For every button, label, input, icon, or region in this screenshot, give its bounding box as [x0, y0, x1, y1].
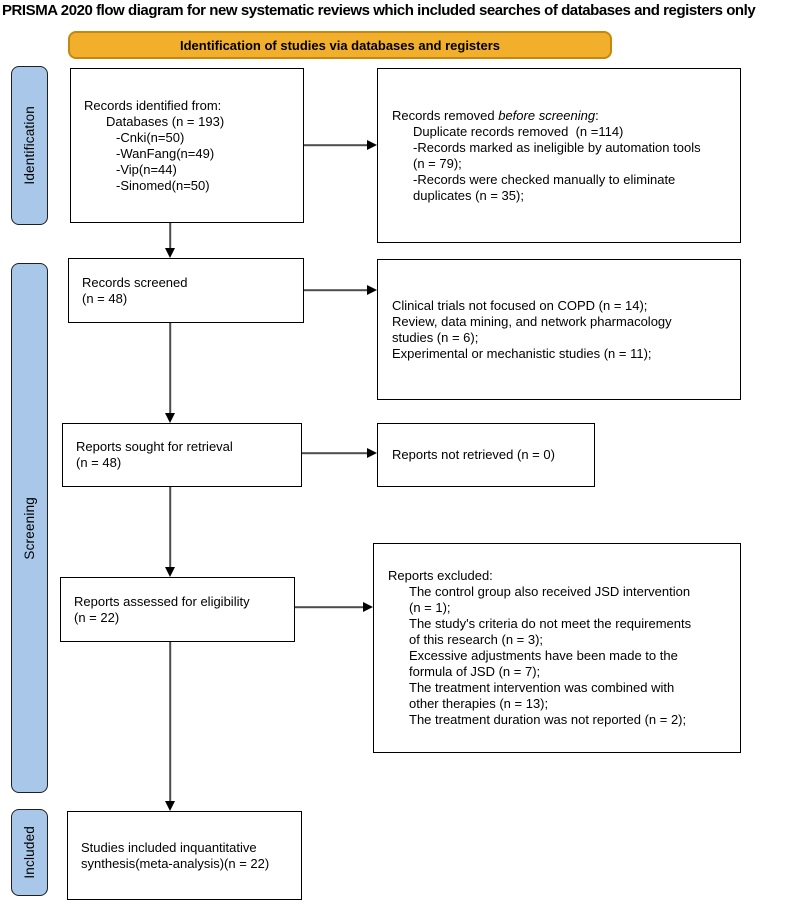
text-line: -Records marked as ineligible by automat… [413, 139, 701, 155]
text-line: The study's criteria do not meet the req… [409, 616, 692, 631]
stage-included-bar: Included [11, 809, 48, 896]
studies-included-box: Studies included inquantitative synthesi… [67, 811, 302, 900]
italic-phrase: before screening [498, 107, 596, 123]
text-line: Records screened [82, 274, 188, 290]
text-line: The treatment intervention was combined … [409, 680, 675, 695]
text-line: (n = 48) [82, 290, 128, 306]
page-title: PRISMA 2020 flow diagram for new systema… [2, 2, 756, 19]
text-line: (n = 48) [76, 455, 122, 470]
records-identified-box: Records identified from: Databases (n = … [70, 68, 304, 223]
text-line: (n = 1); [409, 600, 451, 615]
text-line: (n = 22) [74, 609, 120, 625]
text-line: Studies included inquantitative [81, 839, 257, 855]
text-line: Records identified from: [84, 97, 222, 113]
text-line: studies (n = 6); [392, 329, 479, 345]
text-line: other therapies (n = 13); [409, 696, 549, 711]
records-removed-box: Records removed before screening: Duplic… [377, 68, 741, 243]
arrowhead-right-icon [367, 285, 377, 295]
arrow-down-identified-to-screened [164, 223, 176, 258]
arrow-down-sought-to-assessed [164, 487, 176, 577]
text-line: -Cnki(n=50) [116, 129, 185, 145]
text-line: The control group also received JSD inte… [409, 584, 691, 599]
stage-screening-label: Screening [22, 496, 37, 560]
stage-screening-bar: Screening [11, 263, 48, 793]
text-line: -Records were checked manually to elimin… [413, 171, 676, 187]
arrow-down-screened-to-sought [164, 323, 176, 423]
arrow-right-sought-to-not-retrieved [302, 447, 377, 459]
text-line: Reports excluded: [388, 568, 493, 583]
text-line: Reports assessed for eligibility [74, 593, 250, 609]
text-line: (n = 79); [413, 155, 462, 171]
text-line: synthesis(meta-analysis)(n = 22) [81, 855, 270, 871]
text-line: Experimental or mechanistic studies (n =… [392, 345, 652, 361]
text-line: -WanFang(n=49) [116, 145, 215, 161]
text-line: Clinical trials not focused on COPD (n =… [392, 297, 648, 313]
arrow-right-assessed-to-reports-excluded [295, 601, 373, 613]
reports-not-retrieved-box: Reports not retrieved (n = 0) [377, 423, 595, 487]
stage-identification-bar: Identification [11, 66, 48, 225]
arrowhead-right-icon [367, 140, 377, 150]
text-line: Excessive adjustments have been made to … [409, 648, 678, 663]
arrow-right-screened-to-excluded [304, 284, 377, 296]
text-line: of this research (n = 3); [409, 632, 544, 647]
text-line: The treatment duration was not reported … [409, 712, 687, 727]
text-line: -Vip(n=44) [116, 161, 177, 177]
arrow-right-identified-to-removed [304, 139, 377, 151]
text-line: Databases (n = 193) [106, 113, 225, 129]
reports-excluded-box: Reports excluded: The control group also… [373, 543, 741, 753]
arrowhead-right-icon [367, 448, 377, 458]
arrowhead-down-icon [165, 248, 175, 258]
stage-included-label: Included [22, 826, 37, 879]
arrowhead-down-icon [165, 801, 175, 811]
arrowhead-down-icon [165, 567, 175, 577]
reports-assessed-box: Reports assessed for eligibility (n = 22… [60, 577, 295, 642]
text-line: Reports not retrieved (n = 0) [392, 447, 555, 462]
banner-label: Identification of studies via databases … [179, 37, 501, 53]
text-line: Reports sought for retrieval [76, 439, 233, 454]
arrowhead-down-icon [165, 413, 175, 423]
reports-sought-box: Reports sought for retrieval (n = 48) [62, 423, 302, 487]
identification-banner: Identification of studies via databases … [68, 31, 612, 59]
text-line: -Sinomed(n=50) [116, 177, 210, 193]
text-line: Duplicate records removed (n =114) [413, 123, 624, 139]
arrowhead-right-icon [363, 602, 373, 612]
text-line: duplicates (n = 35); [413, 187, 524, 203]
stage-identification-label: Identification [22, 106, 37, 185]
arrow-down-assessed-to-included [164, 642, 176, 811]
screening-excluded-box: Clinical trials not focused on COPD (n =… [377, 259, 741, 400]
text-line: Review, data mining, and network pharmac… [392, 313, 672, 329]
text-line: formula of JSD (n = 7); [409, 664, 541, 679]
text-line: Records removed before screening: [392, 107, 599, 123]
records-screened-box: Records screened (n = 48) [68, 258, 304, 323]
